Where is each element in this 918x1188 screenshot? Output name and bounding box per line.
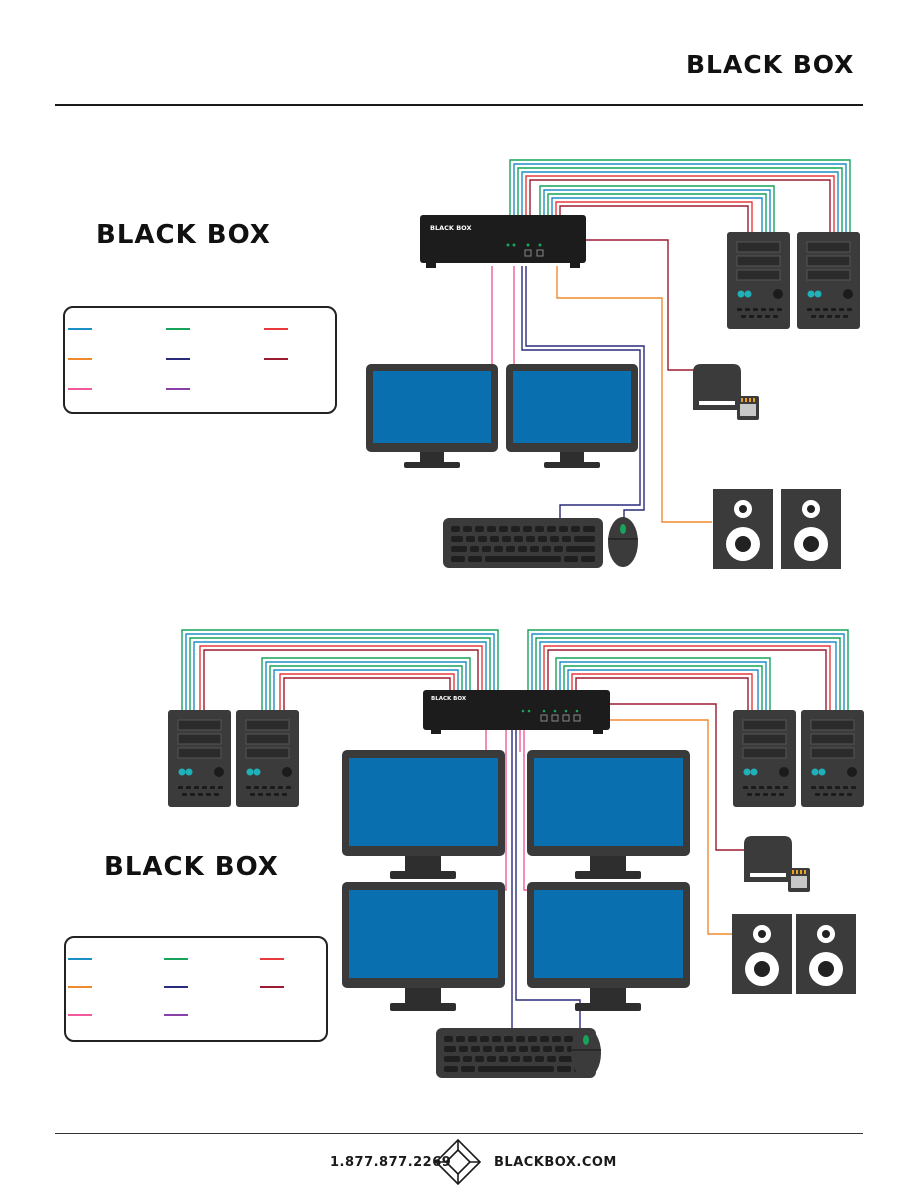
- bottom-computer-1: [167, 709, 232, 808]
- bottom-monitor-4: [527, 882, 690, 1011]
- footer-cube-logo: [434, 1138, 482, 1186]
- legend-swatch: [164, 958, 188, 960]
- legend-swatch: [166, 358, 190, 360]
- top-kvm-switch: [420, 215, 586, 268]
- bottom-legend: [64, 936, 328, 1042]
- header-rule: [55, 104, 863, 106]
- top-mouse: [607, 516, 639, 568]
- legend-swatch: [260, 986, 284, 988]
- header-logo-text: BLACK BOX: [686, 50, 855, 79]
- legend-swatch: [264, 328, 288, 330]
- header-logo: BLACK BOX: [686, 50, 854, 79]
- top-legend: [63, 306, 337, 414]
- legend-swatch: [68, 358, 92, 360]
- legend-swatch: [68, 986, 92, 988]
- top-computer-1: [726, 231, 791, 330]
- bottom-monitor-1: [342, 750, 505, 879]
- top-switch-label: BLACK BOX: [430, 224, 471, 232]
- bottom-kvm-switch: [423, 690, 610, 734]
- legend-swatch: [264, 358, 288, 360]
- legend-swatch: [260, 958, 284, 960]
- legend-swatch: [164, 1014, 188, 1016]
- top-monitor-1: [366, 364, 498, 468]
- legend-swatch: [68, 958, 92, 960]
- bottom-switch-label: BLACK BOX: [431, 696, 467, 702]
- top-card-reader: [693, 364, 759, 420]
- legend-swatch: [68, 1014, 92, 1016]
- legend-swatch: [164, 986, 188, 988]
- legend-swatch: [68, 328, 92, 330]
- bottom-diagram-logo-text: BLACK BOX: [104, 852, 279, 882]
- top-diagram-logo: BLACK BOX: [96, 220, 271, 250]
- legend-swatch: [68, 388, 92, 390]
- top-keyboard: [443, 518, 603, 568]
- bottom-card-reader: [744, 836, 810, 892]
- bottom-computer-3: [732, 709, 797, 808]
- top-diagram-logo-text: BLACK BOX: [96, 220, 271, 250]
- footer-website[interactable]: BLACKBOX.COM: [494, 1155, 617, 1170]
- legend-swatch: [166, 388, 190, 390]
- bottom-computer-2: [235, 709, 300, 808]
- legend-swatch: [166, 328, 190, 330]
- bottom-computer-4: [800, 709, 865, 808]
- top-speaker-right: [781, 489, 841, 569]
- bottom-cables: [181, 629, 849, 1030]
- bottom-speaker-right: [796, 914, 856, 994]
- top-speaker-left: [713, 489, 773, 569]
- footer-phone: 1.877.877.2269: [330, 1155, 452, 1170]
- footer-rule: [55, 1133, 863, 1134]
- bottom-mouse: [570, 1027, 602, 1079]
- bottom-monitor-2: [527, 750, 690, 879]
- bottom-diagram-logo: BLACK BOX: [104, 852, 279, 882]
- top-computer-2: [796, 231, 861, 330]
- top-cables: [491, 159, 851, 523]
- bottom-speaker-left: [732, 914, 792, 994]
- bottom-monitor-3: [342, 882, 505, 1011]
- top-monitor-2: [506, 364, 638, 468]
